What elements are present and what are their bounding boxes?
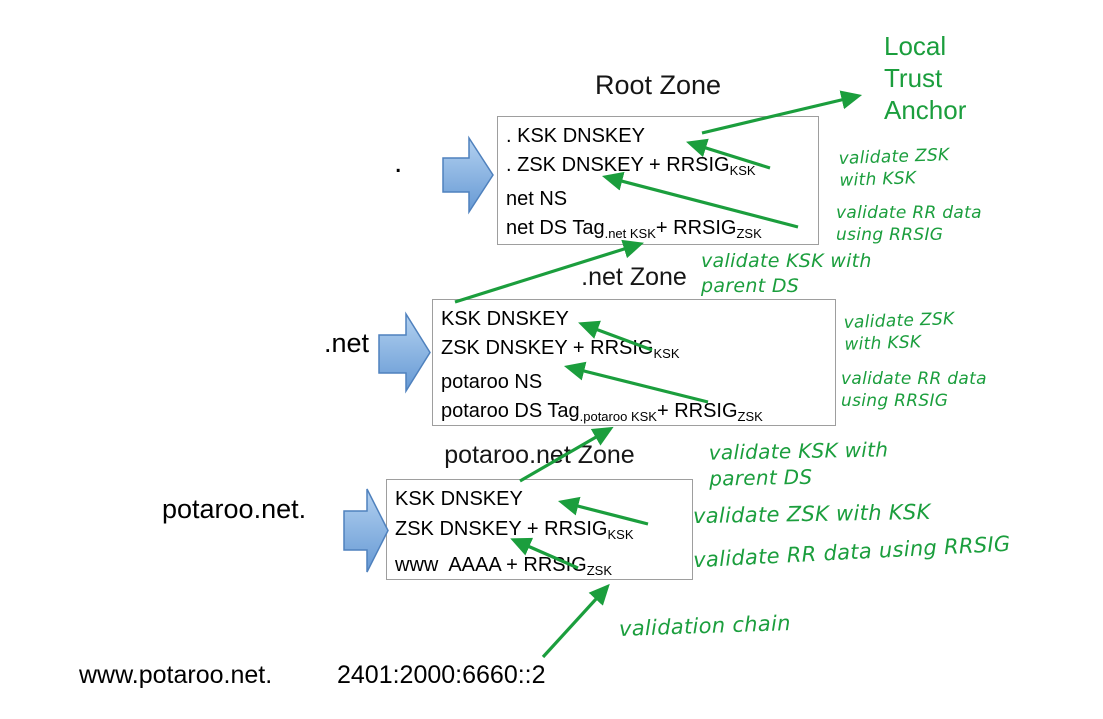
query-answer-address: 2401:2000:6660::2	[337, 661, 546, 689]
net-record-zsk-rrsig-sub: KSK	[653, 346, 680, 361]
potaroo-block-arrow-icon	[343, 488, 389, 573]
potaroo-zone-origin-label: potaroo.net.	[162, 494, 307, 524]
potaroo-ksk-to-net-ds-arrow	[519, 426, 614, 483]
potaroo-record-ksk-dnskey-text: KSK DNSKEY	[395, 488, 523, 510]
net-record-potaroo-ds-rrsig-sub: ZSK	[737, 409, 763, 424]
root-annotation-validate-ksk: validate KSK with parent DS	[701, 250, 872, 297]
root-rrsig-ksk-to-ksk-arrow	[686, 138, 771, 170]
potaroo-record-zsk-rrsig-sub: KSK	[607, 527, 634, 542]
net-record-zsk-dnskey-text: ZSK DNSKEY + RRSIG	[441, 337, 654, 359]
root-record-net-ns-text: net NS	[506, 188, 568, 210]
root-record-zsk-dnskey-text: . ZSK DNSKEY + RRSIG	[506, 154, 730, 176]
root-record-net-ds-tag-sub: .net KSK	[604, 226, 656, 241]
potaroo-record-www-aaaa: www AAAA + RRSIGZSK	[395, 550, 692, 586]
root-annotation-validate-rr: validate RR data using RRSIG	[836, 203, 982, 245]
root-rrsig-zsk-to-zsk-arrow	[601, 171, 799, 229]
validation-chain-arrow	[541, 583, 610, 659]
net-ksk-to-root-ds-arrow	[454, 239, 644, 304]
net-record-zsk-dnskey: ZSK DNSKEY + RRSIGKSK	[441, 334, 835, 368]
root-zone-title: Root Zone	[594, 70, 722, 100]
potaroo-rrsig-ksk-to-ksk-arrow	[557, 496, 649, 526]
root-zone-box: . KSK DNSKEY . ZSK DNSKEY + RRSIGKSK net…	[497, 116, 819, 245]
query-hostname-label: www.potaroo.net.	[79, 661, 273, 689]
potaroo-zone-title: potaroo.net Zone	[444, 441, 635, 469]
potaroo-rrsig-zsk-to-zsk-arrow	[510, 537, 579, 570]
net-block-arrow-icon	[378, 311, 431, 394]
net-rrsig-zsk-to-zsk-arrow	[563, 361, 709, 404]
net-record-ksk-dnskey: KSK DNSKEY	[441, 305, 835, 334]
net-zone-origin-label: .net	[324, 328, 370, 358]
root-record-net-ds-text: net DS Tag	[506, 217, 605, 239]
net-annotation-validate-rr: validate RR data using RRSIG	[841, 369, 987, 411]
net-rrsig-ksk-to-ksk-arrow	[578, 320, 653, 352]
net-zone-title: .net Zone	[581, 263, 687, 291]
potaroo-record-zsk-dnskey: ZSK DNSKEY + RRSIGKSK	[395, 514, 692, 550]
potaroo-record-www-rrsig-sub: ZSK	[586, 563, 613, 578]
root-record-zsk-dnskey: . ZSK DNSKEY + RRSIGKSK	[506, 151, 818, 185]
net-record-potaroo-ds-text: potaroo DS Tag	[441, 400, 580, 422]
potaroo-zone-box: KSK DNSKEY ZSK DNSKEY + RRSIGKSK www AAA…	[386, 479, 693, 580]
net-zone-box: KSK DNSKEY ZSK DNSKEY + RRSIGKSK potaroo…	[432, 299, 836, 426]
root-record-net-ns: net NS	[506, 185, 818, 214]
net-record-potaroo-ns-text: potaroo NS	[441, 371, 543, 393]
root-record-ksk-dnskey: . KSK DNSKEY	[506, 122, 818, 151]
net-record-potaroo-ds-rrsig-text: + RRSIG	[656, 400, 738, 422]
local-trust-anchor-label: Local Trust Anchor	[884, 31, 967, 125]
root-block-arrow-icon	[442, 135, 494, 215]
root-record-net-ds-rrsig-text: + RRSIG	[655, 217, 737, 239]
potaroo-record-www-aaaa-text: www AAAA + RRSIG	[395, 554, 587, 576]
net-record-potaroo-ds: potaroo DS Tag.potaroo KSK+ RRSIGZSK	[441, 397, 835, 431]
root-record-net-ds: net DS Tag.net KSK+ RRSIGZSK	[506, 214, 818, 248]
root-record-ksk-dnskey-text: . KSK DNSKEY	[506, 125, 645, 147]
net-record-potaroo-ds-tag-sub: .potaroo KSK	[579, 409, 657, 424]
ksk-to-trust-anchor-arrow	[701, 90, 863, 135]
root-record-net-ds-rrsig-sub: ZSK	[736, 226, 762, 241]
net-record-ksk-dnskey-text: KSK DNSKEY	[441, 308, 569, 330]
potaroo-record-zsk-dnskey-text: ZSK DNSKEY + RRSIG	[395, 518, 608, 540]
root-record-zsk-rrsig-sub: KSK	[729, 163, 756, 178]
net-record-potaroo-ns: potaroo NS	[441, 368, 835, 397]
potaroo-record-ksk-dnskey: KSK DNSKEY	[395, 484, 692, 514]
root-zone-origin-label: .	[394, 146, 403, 179]
